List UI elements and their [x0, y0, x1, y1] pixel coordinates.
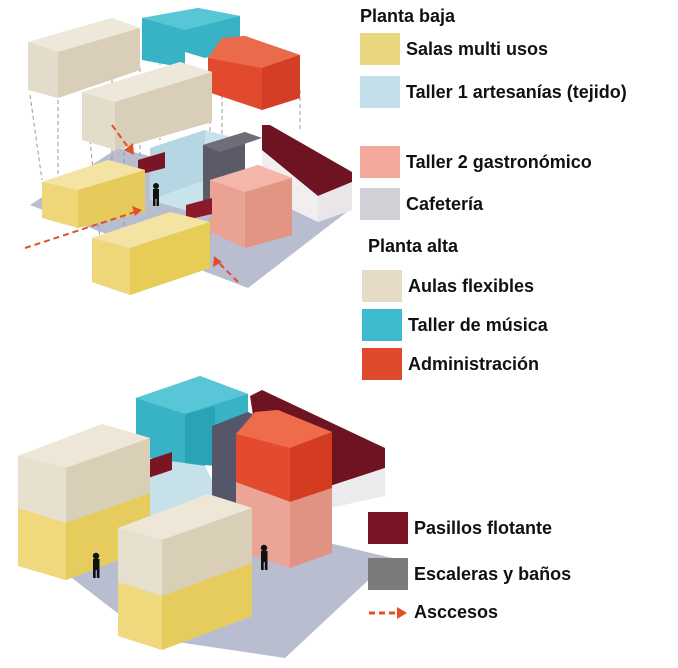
swatch-stairs: [368, 558, 408, 590]
swatch-workshop-1: [360, 76, 400, 108]
legend-item-corridors: Pasillos flotante: [368, 512, 552, 544]
access-arrowheads: [124, 143, 222, 267]
swatch-administration: [362, 348, 402, 380]
legend-label-workshop-1: Taller 1 artesanías (tejido): [406, 81, 627, 102]
exploded-axonometric: [24, 8, 352, 295]
upper-floor-heading: Planta alta: [368, 236, 459, 256]
person-figure-left: [92, 552, 100, 578]
legend-item-cafeteria: Cafetería: [360, 188, 483, 220]
legend-item-access: Asccesos: [368, 602, 498, 623]
swatch-classrooms: [362, 270, 402, 302]
legend-label-corridors: Pasillos flotante: [414, 517, 553, 538]
admin-block-assembled: [236, 410, 332, 502]
multiuse-block-front: [92, 212, 210, 295]
dashed-arrow-icon: [369, 606, 407, 619]
legend-label-music: Taller de música: [408, 314, 548, 335]
swatch-music: [362, 309, 402, 341]
tall-block-left: [18, 424, 150, 580]
admin-block: [208, 36, 300, 110]
legend-label-access: Asccesos: [414, 602, 499, 622]
legend-item-classrooms: Aulas flexibles: [362, 270, 534, 302]
swatch-workshop-2: [360, 146, 400, 178]
classroom-block-left: [28, 18, 140, 98]
workshop-2-block: [210, 165, 292, 248]
legend-item-workshop-2: Taller 2 gastronómico: [360, 146, 592, 178]
legend-item-administration: Administración: [362, 348, 539, 380]
multiuse-block-left: [42, 160, 145, 228]
corridor-b: [186, 198, 212, 220]
legend-label-multiuse: Salas multi usos: [406, 38, 549, 59]
legend-item-multiuse: Salas multi usos: [360, 33, 548, 65]
swatch-multiuse: [360, 33, 400, 65]
person-figure-right: [260, 544, 268, 570]
legend-item-workshop-1: Taller 1 artesanías (tejido): [360, 76, 627, 108]
legend-item-stairs: Escaleras y baños: [368, 558, 571, 590]
legend-label-cafeteria: Cafetería: [406, 193, 484, 214]
corridor-a: [138, 152, 165, 175]
legend-item-music: Taller de música: [362, 309, 548, 341]
swatch-cafeteria: [360, 188, 400, 220]
ground-floor-heading: Planta baja: [360, 6, 456, 26]
legend-label-classrooms: Aulas flexibles: [408, 275, 535, 296]
legend-label-workshop-2: Taller 2 gastronómico: [406, 151, 592, 172]
tall-block-front: [118, 494, 252, 650]
legend-label-stairs: Escaleras y baños: [414, 563, 572, 584]
music-block-assembled: [136, 376, 248, 466]
access-arrows: [24, 124, 239, 283]
corridor-assembled: [148, 452, 172, 478]
legend-label-administration: Administración: [408, 353, 540, 374]
person-figure-top: [153, 183, 159, 206]
assembled-axonometric: [18, 376, 392, 658]
swatch-corridors: [368, 512, 408, 544]
